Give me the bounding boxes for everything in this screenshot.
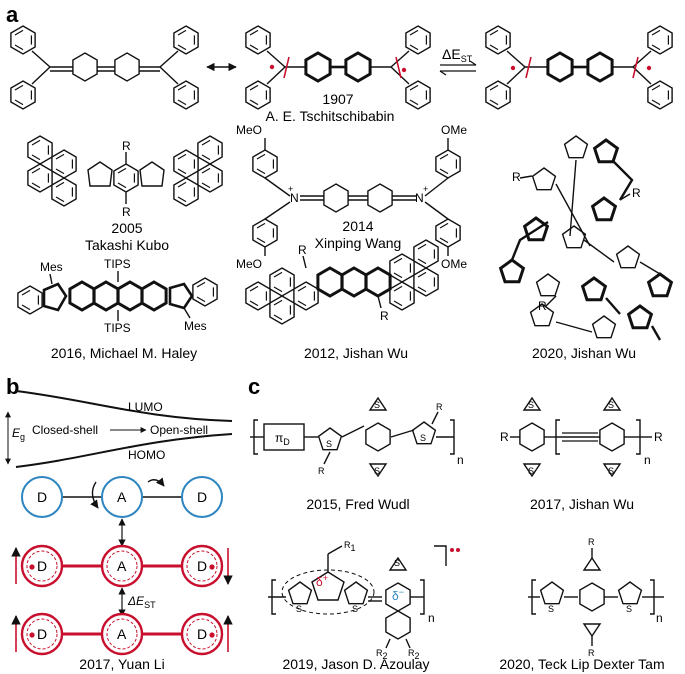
azoulay-n: n (428, 611, 435, 625)
wang-ome-bottom-right: OMe (441, 257, 467, 271)
wudl-n: n (457, 453, 464, 467)
azoulay-r2-left: R2 (376, 648, 388, 661)
wang-author: Xinping Wang (315, 235, 402, 251)
tam-s-left: S (548, 604, 554, 614)
tschitschibabin-author: A. E. Tschitschibabin (266, 108, 395, 124)
wu2012-r-top: R (298, 243, 307, 257)
dad-triplet (11, 612, 233, 656)
wu2012-r-bottom: R (380, 309, 389, 323)
wudl-r-left: R (318, 466, 325, 476)
wu2017-s3: S (608, 400, 614, 410)
open-shell-label: Open-shell (150, 423, 208, 437)
tam-r-top: R (588, 537, 595, 547)
haley-2016-structure (17, 271, 218, 321)
panel-label-b: b (6, 374, 19, 399)
wu-2017-polymer (510, 396, 652, 478)
wu2017-s1: S (528, 400, 534, 410)
azoulay-caption: 2019, Jason D. Azoulay (282, 656, 429, 672)
panel-label-a: a (6, 2, 19, 27)
wudl-thiophene-s-left: S (326, 439, 332, 449)
wang-ome-top-left: MeO (236, 123, 262, 137)
azoulay-s-left: S (296, 604, 302, 614)
wu2020-r-right: R (632, 186, 641, 200)
tam-2020-polymer (528, 548, 664, 646)
wu2020-r-bottom: R (538, 299, 547, 313)
acceptor-singlet: A (117, 558, 127, 574)
azoulay-r2-right: R2 (408, 648, 420, 661)
wu2012-caption: 2012, Jishan Wu (304, 345, 408, 361)
wu2020-r-left: R (512, 170, 521, 184)
wudl-thiophene-s-right: S (420, 433, 426, 443)
wudl-r-right: R (436, 402, 443, 412)
wu-2012-structure (245, 239, 439, 325)
homo-label: HOMO (128, 448, 165, 462)
donor-right-closed: D (197, 489, 207, 505)
kubo-author: Takashi Kubo (85, 237, 169, 253)
wudl-s-bottom: S (374, 466, 380, 476)
azoulay-delta-plus: δ+ (316, 573, 328, 589)
donor-left-triplet: D (37, 626, 47, 642)
wudl-pi-d: πD (275, 431, 290, 447)
wu2020-caption: 2020, Jishan Wu (532, 345, 636, 361)
donor-right-triplet: D (197, 626, 207, 642)
yuan-li-caption: 2017, Yuan Li (79, 656, 164, 672)
wang-year: 2014 (342, 218, 373, 234)
donor-left-closed: D (37, 489, 47, 505)
wang-ome-top-right: OMe (441, 123, 467, 137)
azoulay-delta-minus: δ− (392, 587, 404, 603)
azoulay-s-top: S (394, 558, 400, 568)
wu2017-s2: S (528, 466, 534, 476)
azoulay-2019-polymer (268, 545, 460, 649)
delta-est-label-a: ΔEST (442, 46, 473, 64)
wu-2020-macrocycle-structure (499, 135, 673, 341)
wang-2014-structure (252, 138, 461, 256)
tschitschibabin-year: 1907 (322, 91, 353, 107)
haley-mes-top: Mes (40, 260, 63, 274)
tschitschibabin-triplet-structure (485, 25, 673, 110)
wang-n-right: N (415, 191, 424, 205)
wudl-s-top: S (374, 400, 380, 410)
tam-r-bottom: R (588, 648, 595, 658)
wang-plus-left: + (288, 184, 293, 194)
tam-s-right: S (626, 604, 632, 614)
kubo-r-bottom: R (122, 205, 131, 219)
dad-closed-shell (21, 476, 223, 547)
wu2017-s4: S (608, 466, 614, 476)
donor-left-singlet: D (37, 558, 47, 574)
wang-plus-right: + (423, 184, 428, 194)
wang-n-left: N (290, 191, 299, 205)
equilibrium-arrows (439, 60, 477, 76)
azoulay-s-right: S (352, 604, 358, 614)
wang-meo-bottom-left: MeO (236, 257, 262, 271)
tschitschibabin-diradical-structure (245, 25, 431, 110)
lumo-label: LUMO (128, 400, 163, 414)
haley-tips-top: TIPS (104, 257, 131, 271)
eg-label: Eg (12, 426, 25, 442)
wu2017-caption: 2017, Jishan Wu (530, 496, 634, 512)
wu2017-n: n (644, 453, 651, 467)
acceptor-triplet: A (117, 626, 127, 642)
delta-est-label-b: ΔEST (127, 594, 156, 610)
acceptor-closed: A (117, 489, 127, 505)
dad-open-shell-singlet (11, 544, 233, 617)
wudl-caption: 2015, Fred Wudl (306, 496, 409, 512)
haley-tips-bottom: TIPS (104, 321, 131, 335)
wu2017-r-left: R (500, 430, 509, 444)
tam-n: n (656, 611, 663, 625)
haley-mes-bottom: Mes (184, 319, 207, 333)
panel-label-c: c (248, 374, 260, 399)
kubo-r-top: R (122, 139, 131, 153)
azoulay-r1: R1 (344, 540, 356, 553)
kubo-year: 2005 (111, 220, 142, 236)
kubo-2005-structure (27, 135, 223, 207)
donor-right-singlet: D (197, 558, 207, 574)
wu2017-r-right: R (654, 430, 663, 444)
closed-shell-label: Closed-shell (32, 423, 98, 437)
wudl-2015-polymer (250, 396, 455, 478)
energy-gap-diagram (5, 390, 233, 468)
tschitschibabin-quinoidal-structure (10, 25, 199, 110)
haley-caption: 2016, Michael M. Haley (51, 345, 197, 361)
tam-caption: 2020, Teck Lip Dexter Tam (499, 656, 664, 672)
